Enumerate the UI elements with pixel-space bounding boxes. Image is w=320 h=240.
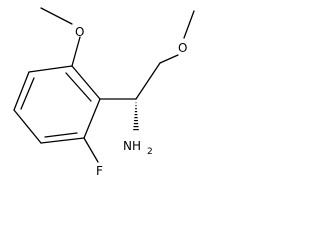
- bond-ring-f: [83, 137, 99, 163]
- bond-o-top-ring: [71, 36, 81, 67]
- ring-bond-5: [13, 71, 30, 111]
- bond-methyl-o-top: [40, 7, 73, 25]
- ring-bond-1: [71, 65, 101, 100]
- atom-nh: NH: [123, 139, 141, 153]
- molecule-structure: O O NH 2 F: [13, 7, 195, 178]
- ring-bond-2: [83, 98, 101, 139]
- atom-nh-subscript: 2: [147, 147, 153, 157]
- ring-bond-4: [13, 109, 42, 144]
- ring-bond-6: [28, 65, 73, 73]
- molecule-canvas: O O NH 2 F: [0, 0, 206, 184]
- ring-double-3: [20, 77, 35, 110]
- ring-double-2: [44, 132, 78, 138]
- bond-ch2-o-right: [159, 54, 179, 64]
- ring-bond-3: [40, 137, 85, 144]
- atom-o-right: O: [178, 41, 187, 55]
- ring-double-1: [65, 72, 92, 102]
- atom-o-top: O: [75, 25, 84, 39]
- bond-o-right-methyl: [183, 10, 195, 39]
- bond-chiral-ch2: [135, 62, 161, 100]
- hashed-wedge-bond: [133, 99, 139, 132]
- atom-f: F: [96, 164, 103, 178]
